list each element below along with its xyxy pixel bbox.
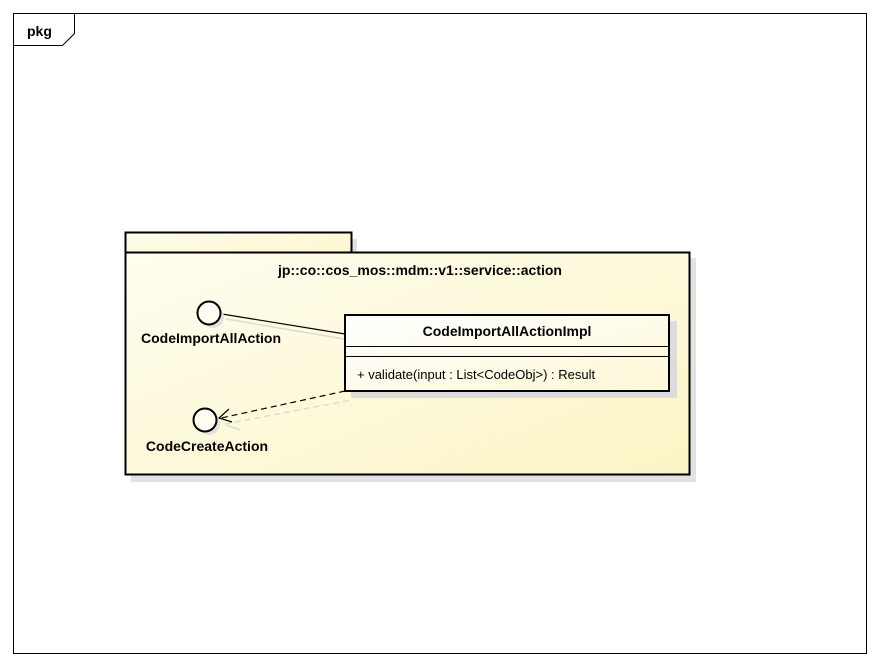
interface-lollipop-icon (196, 300, 222, 326)
package-tab (124, 231, 353, 254)
interface-label: CodeImportAllAction (141, 330, 281, 346)
interface-lollipop-icon (192, 407, 218, 433)
frame-label-tab (13, 13, 75, 46)
class-name: CodeImportAllActionImpl (423, 323, 592, 339)
class-box (344, 314, 670, 392)
realization-line[interactable] (221, 313, 346, 335)
interface-code-create-action[interactable]: CodeCreateAction (146, 407, 268, 455)
dependency-line (220, 390, 346, 419)
dependency-arrow[interactable] (217, 390, 346, 423)
interface-code-import-all-action[interactable]: CodeImportAllAction (141, 300, 281, 347)
package-title: jp::co::cos_mos::mdm::v1::service::actio… (277, 262, 562, 278)
arrowhead-icon (217, 408, 233, 423)
connector-shadows (224, 318, 353, 431)
frame-label: pkg (27, 23, 52, 39)
class-operation: + validate(input : List<CodeObj>) : Resu… (357, 367, 595, 382)
interface-label: CodeCreateAction (146, 438, 268, 454)
class-code-import-all-action-impl[interactable]: CodeImportAllActionImpl + validate(input… (344, 314, 670, 392)
